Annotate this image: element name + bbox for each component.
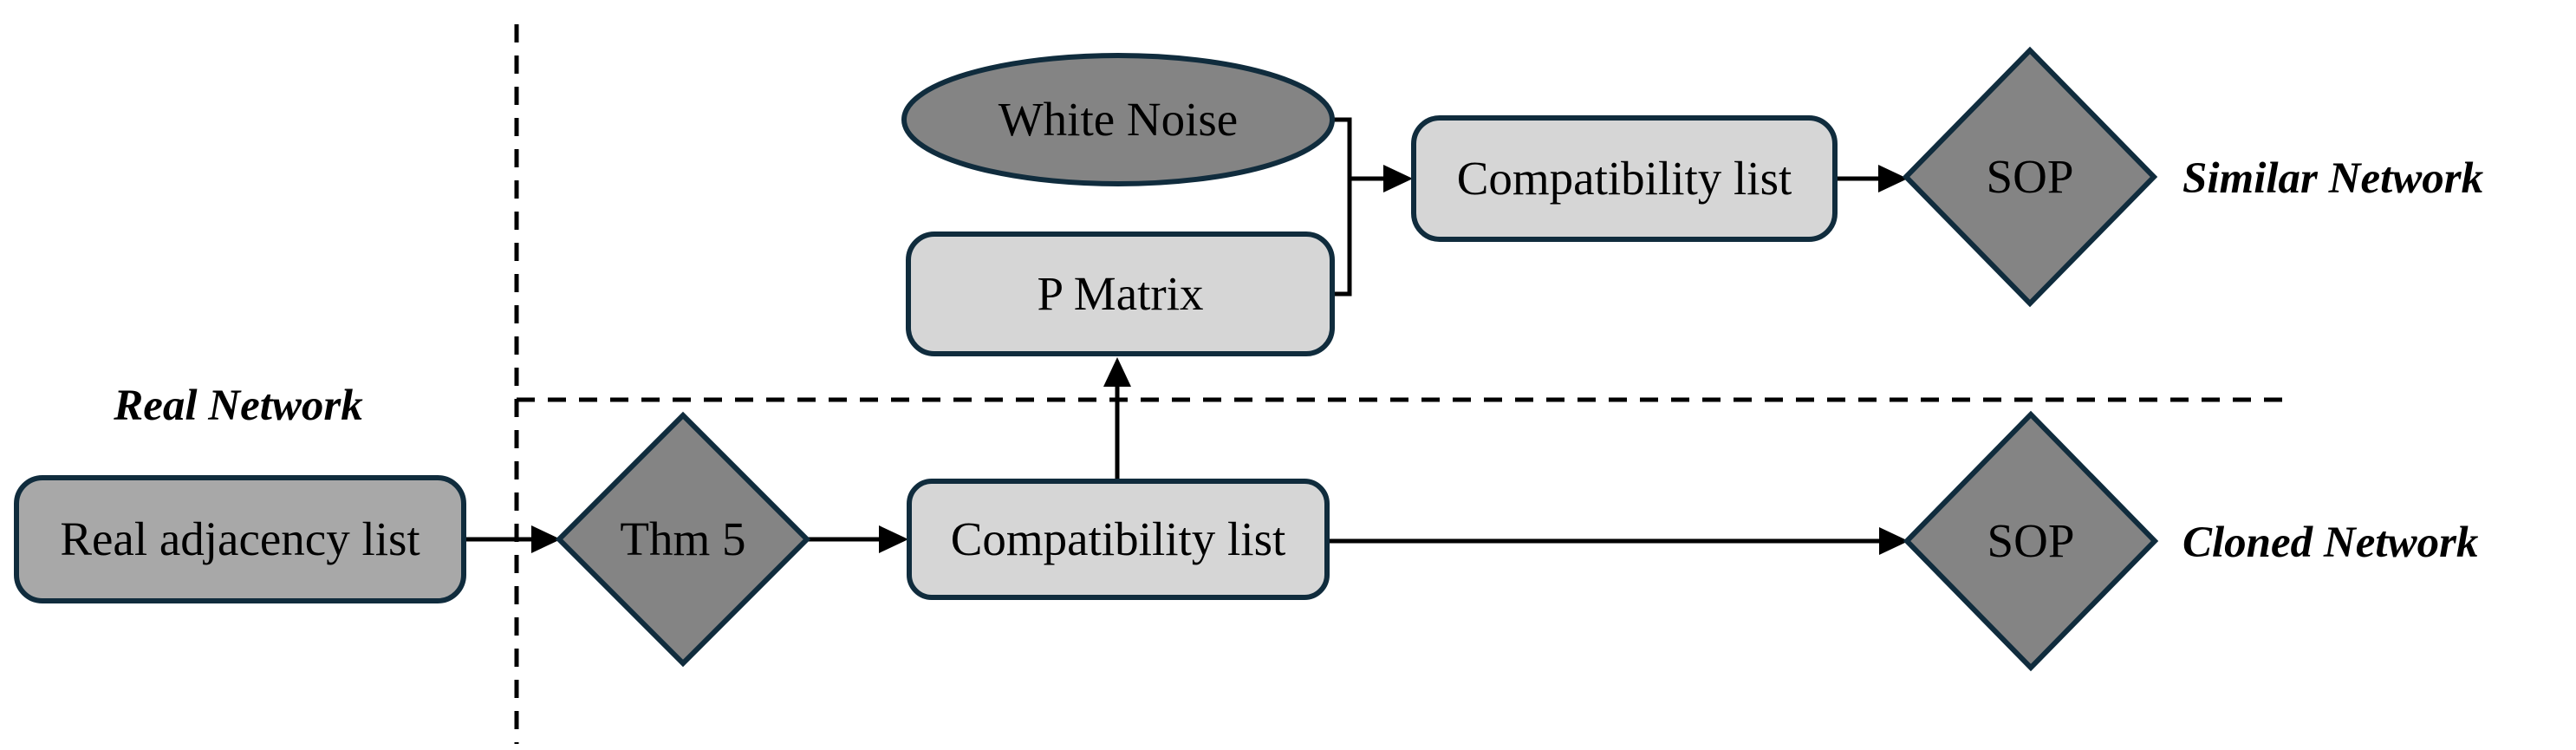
compatibility-top-label: Compatibility list xyxy=(1456,152,1792,205)
real-adjacency-label: Real adjacency list xyxy=(60,512,420,566)
real-adjacency-node xyxy=(14,475,466,603)
compatibility-top-node xyxy=(1411,115,1838,242)
sop-top-node xyxy=(1902,46,2158,308)
real-network-region-label: Real Network xyxy=(114,382,363,430)
thm5-node xyxy=(555,411,811,668)
cloned-network-region-label: Cloned Network xyxy=(2182,518,2479,567)
sop-bottom-label: SOP xyxy=(1987,514,2075,568)
similar-network-region-label: Similar Network xyxy=(2182,154,2484,203)
compatibility-bottom-label: Compatibility list xyxy=(950,512,1286,566)
arrowhead-compatibility-bottom-to-p-matrix xyxy=(1103,357,1131,387)
arrowhead-bracket-to-compatibility-top xyxy=(1383,165,1413,192)
p-matrix-node xyxy=(906,232,1335,356)
white-noise-label: White Noise xyxy=(998,93,1239,147)
arrowhead-thm5-to-compatibility-bottom xyxy=(879,525,908,553)
p-matrix-label: P Matrix xyxy=(1037,267,1204,321)
arrowhead-real-adjacency-to-thm5 xyxy=(531,525,561,553)
arrowhead-compatibility-bottom-to-sop-bottom xyxy=(1879,527,1909,555)
sop-bottom-node xyxy=(1903,410,2159,672)
bracket-white-noise-p-matrix xyxy=(1331,117,1352,297)
white-noise-node xyxy=(901,53,1335,186)
compatibility-bottom-node xyxy=(907,479,1330,600)
sop-top-label: SOP xyxy=(1986,150,2074,204)
thm5-label: Thm 5 xyxy=(620,512,746,566)
arrowhead-compatibility-top-to-sop-top xyxy=(1878,165,1908,192)
